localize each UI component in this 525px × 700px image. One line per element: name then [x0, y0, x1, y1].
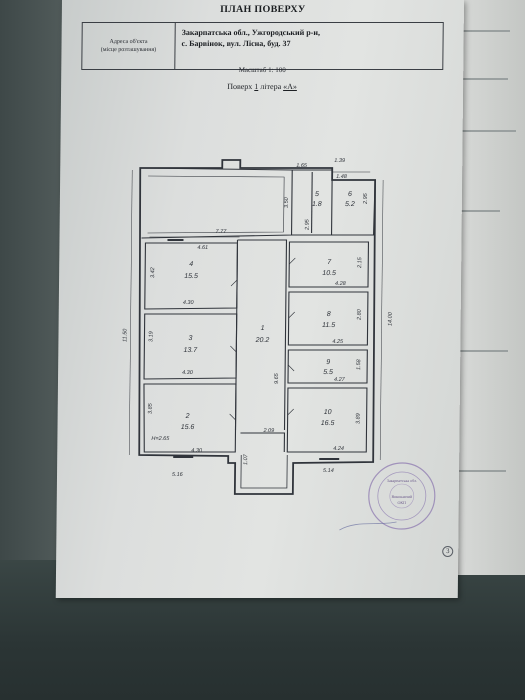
dim-label: 11.50 — [122, 328, 128, 342]
dim-label: 1.58 — [356, 358, 362, 370]
dim-label: 3.50 — [284, 196, 290, 208]
dim-label: 1.07 — [243, 453, 249, 465]
dim-label: 4.25 — [332, 339, 344, 345]
room-4-number: 4 — [189, 261, 193, 268]
dim-label: 4.30 — [191, 448, 203, 454]
room-4-area: 15.5 — [184, 273, 198, 280]
stamp-center-text: Виконавчий — [392, 494, 413, 499]
dim-label: 4.24 — [333, 446, 344, 452]
room-3-number: 3 — [188, 335, 192, 342]
dim-label: 1.48 — [336, 174, 348, 180]
floor-plan-page: ПЛАН ПОВЕРХУ Адреса об'єкта (місце розта… — [55, 0, 465, 598]
dim-label: 9.65 — [274, 372, 280, 384]
dim-label: 4.30 — [183, 300, 195, 306]
room-10-number: 10 — [324, 409, 332, 416]
dim-label: H=2.65 — [151, 436, 170, 442]
room-8-number: 8 — [327, 311, 331, 318]
room-3-area: 13.7 — [183, 347, 198, 354]
room-2-number: 2 — [185, 413, 190, 420]
dim-label: 1.39 — [334, 158, 345, 164]
dim-label: 7.77 — [216, 229, 228, 235]
dim-label: 2.95 — [363, 192, 369, 205]
room-8-area: 11.5 — [322, 322, 335, 329]
dim-label: 14.00 — [388, 311, 394, 326]
room-10-area: 16.5 — [321, 420, 335, 427]
signature — [339, 521, 397, 531]
dim-label: 2.15 — [357, 256, 363, 269]
dim-label: 5.14 — [323, 468, 334, 474]
room-6-area: 5.2 — [345, 201, 355, 208]
dim-label: 3.19 — [148, 331, 154, 342]
room-1-number: 1 — [261, 325, 265, 332]
dim-label: 4.27 — [334, 377, 346, 383]
room-1-area: 20.2 — [255, 337, 270, 344]
room-5-number: 5 — [315, 191, 319, 198]
room-9-number: 9 — [326, 359, 330, 366]
stamp-center-text-2: ОКП — [397, 500, 406, 505]
stamp-ring-text: Закарпатська обл. — [387, 478, 417, 483]
dim-label: 1.65 — [296, 163, 308, 169]
floor-plan-drawing: 1 20.2 2 15.6 3 13.7 4 15.5 5 1.8 6 5.2 … — [122, 158, 436, 531]
dim-label: 2.80 — [357, 308, 363, 321]
dim-label: 3.89 — [356, 413, 362, 424]
room-5-area: 1.8 — [312, 201, 322, 208]
dim-label: 4.30 — [182, 370, 194, 376]
room-6-number: 6 — [348, 191, 352, 198]
dim-label: 4.61 — [197, 245, 208, 251]
room-7-number: 7 — [327, 259, 332, 266]
official-stamp: Закарпатська обл. Виконавчий ОКП — [368, 462, 436, 530]
page-number: 3 — [442, 546, 454, 557]
dim-label: 2.09 — [262, 428, 274, 434]
dim-label: 2.95 — [305, 218, 311, 231]
dim-label: 5.16 — [172, 472, 184, 478]
dim-label: 3.42 — [150, 267, 156, 278]
room-9-area: 5.5 — [323, 369, 333, 376]
room-2-area: 15.6 — [181, 424, 195, 431]
dim-label: 4.28 — [335, 281, 347, 287]
dim-label: 3.85 — [148, 402, 154, 414]
room-7-area: 10.5 — [322, 270, 336, 277]
